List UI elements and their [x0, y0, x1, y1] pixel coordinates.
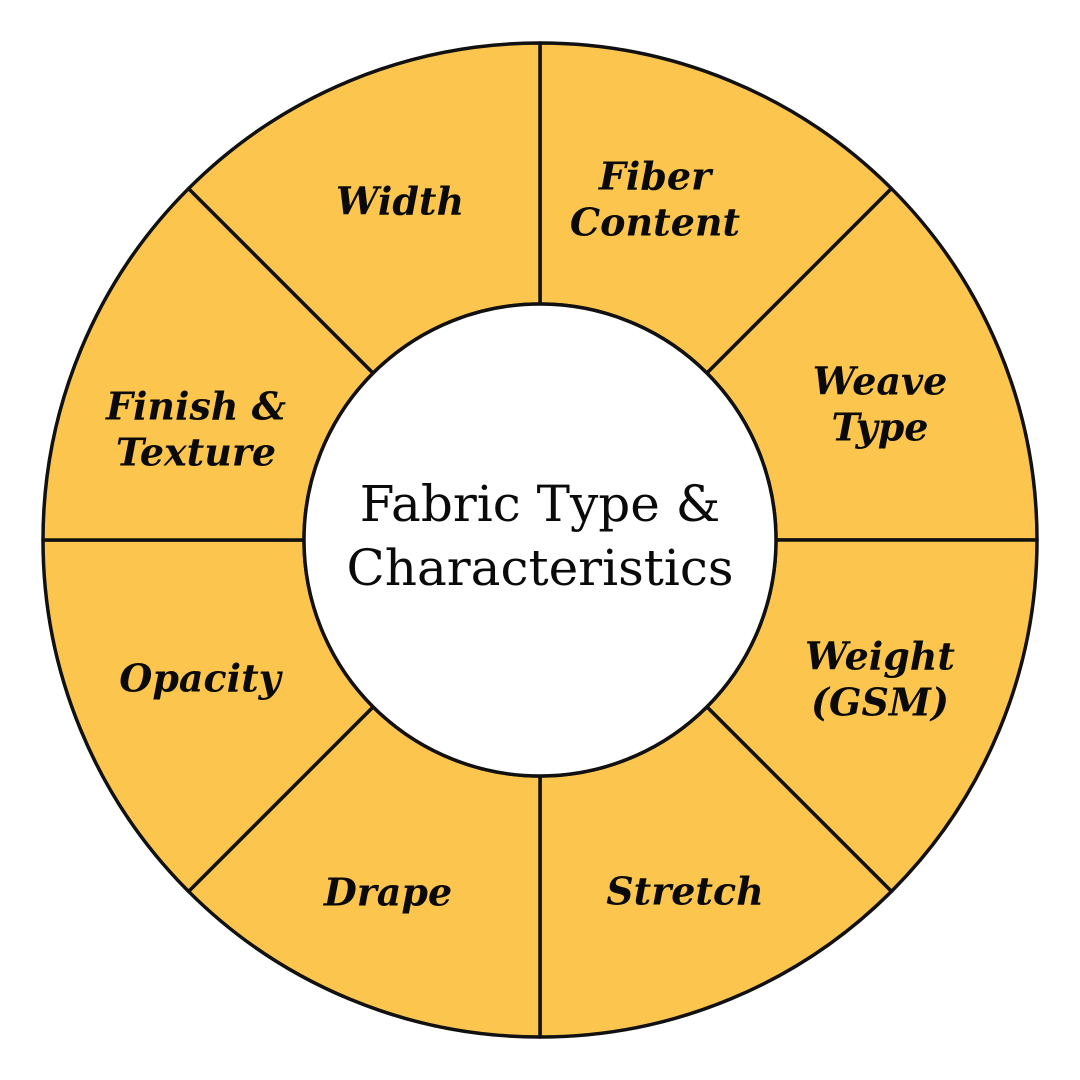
label-width: Width [336, 179, 464, 224]
label-stretch: Stretch [606, 869, 764, 914]
label-weight-gsm-line-2: (GSM) [811, 680, 949, 725]
label-fiber-content: Fiber Content [570, 154, 741, 245]
inner-hub-circle [302, 302, 778, 778]
label-drape: Drape [323, 870, 452, 915]
segment-labels: Fiber Content Weave Type Weight (GSM) St… [105, 154, 955, 915]
label-opacity-line-1: Opacity [119, 656, 283, 701]
label-weave-type: Weave Type [813, 359, 948, 450]
segment-ring [41, 41, 1039, 1039]
center-title-line-1: Fabric Type & [360, 475, 721, 533]
center-title-line-2: Characteristics [347, 539, 734, 597]
label-weave-type-line-1: Weave [813, 359, 948, 404]
label-drape-line-1: Drape [323, 870, 452, 915]
label-finish-texture-line-1: Finish & [105, 384, 286, 429]
label-fiber-content-line-2: Content [570, 200, 741, 245]
label-stretch-line-1: Stretch [606, 869, 764, 914]
label-fiber-content-line-1: Fiber [598, 154, 714, 199]
center-title: Fabric Type & Characteristics [347, 475, 734, 597]
label-finish-texture-line-2: Texture [116, 430, 276, 475]
label-weave-type-line-2: Type [832, 405, 929, 450]
label-width-line-1: Width [336, 179, 464, 224]
label-weight-gsm: Weight (GSM) [805, 634, 955, 725]
label-opacity: Opacity [119, 656, 283, 701]
label-weight-gsm-line-1: Weight [805, 634, 955, 679]
label-finish-texture: Finish & Texture [105, 384, 286, 475]
